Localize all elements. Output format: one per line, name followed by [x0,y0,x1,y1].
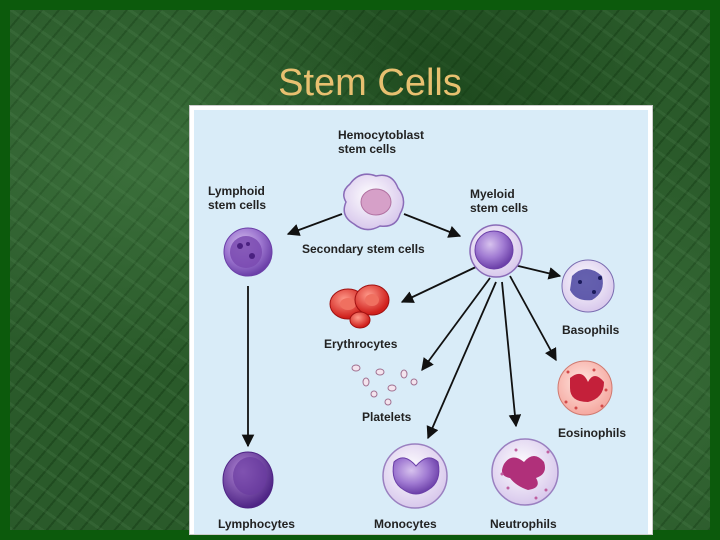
hemocytoblast-cell-icon [343,173,405,231]
label-secondary-stem-cells: Secondary stem cells [302,242,425,256]
lymphoid-cell-icon [223,227,273,277]
platelets-icon [351,364,418,406]
label-hemocytoblast-line1: Hemocytoblast [338,128,425,142]
arrow-to-neutrophils [501,281,522,428]
arrow-to-lymphoid [286,213,343,236]
label-lymphoid-line1: Lymphoid [208,184,265,198]
label-basophils: Basophils [562,323,620,337]
slide-title: Stem Cells [278,62,462,104]
label-neutrophils: Neutrophils [490,517,557,531]
diagram-canvas [194,110,648,534]
label-monocytes: Monocytes [374,517,437,531]
label-myeloid-line2: stem cells [470,201,529,215]
neutrophil-cell-icon [491,438,559,506]
label-hemocytoblast: Hemocytoblast stem cells [338,128,424,156]
label-eosinophils: Eosinophils [558,426,627,440]
arrow-to-platelets [421,277,491,372]
label-lymphoid: Lymphoid stem cells [208,184,266,212]
label-lymphoid-line2: stem cells [208,198,267,212]
label-myeloid: Myeloid stem cells [470,187,528,215]
basophil-cell-icon [561,259,615,313]
label-lymphocytes: Lymphocytes [218,517,295,531]
diagram-panel: Hemocytoblast stem cells Lymphoid stem c… [190,106,652,534]
eosinophil-cell-icon [557,360,613,416]
label-myeloid-line1: Myeloid [470,187,515,201]
monocyte-cell-icon [382,443,448,509]
arrow-to-erythrocytes [400,265,479,303]
arrow-to-basophils [509,263,562,280]
arrow-to-myeloid [403,213,462,238]
label-platelets: Platelets [362,410,412,424]
arrow-to-monocytes [426,281,497,440]
lymphocyte-cell-icon [222,451,274,509]
myeloid-cell-icon [469,224,523,278]
label-hemocytoblast-line2: stem cells [338,142,397,156]
arrow-to-eosinophils [509,275,557,362]
label-erythrocytes: Erythrocytes [324,337,398,351]
arrows [241,213,562,448]
erythrocytes-cell-icon [329,284,390,329]
